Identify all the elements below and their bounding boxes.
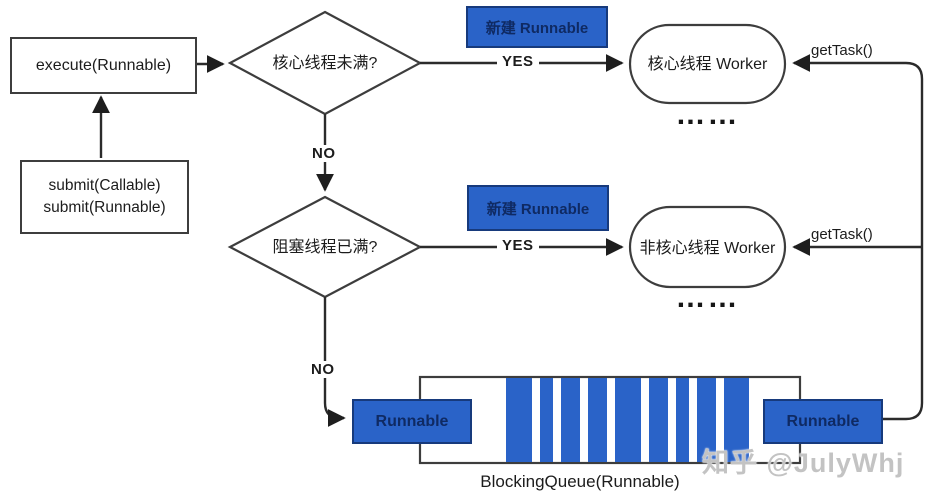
execute-label: execute(Runnable)	[35, 56, 172, 74]
decision-queue-label: 阻塞线程已满?	[272, 239, 378, 256]
queue-bar	[649, 378, 668, 462]
no-top-label: NO	[307, 145, 341, 162]
worker-noncore-ellipsis: ……	[675, 281, 740, 314]
execute-box: execute(Runnable)	[10, 37, 197, 94]
queue-bar	[615, 378, 641, 462]
queue-bar	[561, 378, 580, 462]
new-runnable-mid-label: 新建 Runnable	[486, 200, 590, 218]
queue-bar	[506, 378, 532, 462]
runnable-right-label: Runnable	[786, 412, 860, 430]
no-mid-label: NO	[306, 361, 340, 378]
submit-line2: submit(Runnable)	[43, 199, 166, 216]
worker-noncore-shape	[628, 205, 787, 289]
queue-bar	[676, 378, 689, 462]
new-runnable-top-tag: 新建 Runnable	[466, 6, 608, 48]
runnable-right-box: Runnable	[763, 399, 883, 444]
zhihu-watermark: 知乎 @JulyWhj	[702, 448, 905, 478]
submit-label: submit(Callable) submit(Runnable)	[43, 175, 165, 219]
queue-bars	[506, 378, 749, 462]
runnable-left-label: Runnable	[375, 412, 449, 430]
new-runnable-top-label: 新建 Runnable	[485, 19, 589, 37]
submit-line1: submit(Callable)	[48, 177, 161, 194]
yes-mid-label: YES	[497, 237, 539, 254]
new-runnable-mid-tag: 新建 Runnable	[467, 185, 609, 231]
queue-bar	[724, 378, 749, 462]
runnable-left-box: Runnable	[352, 399, 472, 444]
worker-core-label: 核心线程 Worker	[647, 56, 768, 73]
queue-bar	[588, 378, 607, 462]
worker-core-shape	[628, 23, 787, 105]
worker-noncore-label: 非核心线程 Worker	[639, 240, 776, 257]
queue-bar	[540, 378, 553, 462]
edge-gettask-loop-top	[792, 54, 924, 421]
gettask-mid-label: getTask()	[811, 226, 873, 243]
submit-box: submit(Callable) submit(Runnable)	[20, 160, 189, 234]
queue-bar	[697, 378, 716, 462]
worker-core-ellipsis: ……	[675, 98, 740, 131]
edge-no-to-runnable	[323, 297, 346, 427]
blocking-queue-caption: BlockingQueue(Runnable)	[480, 472, 680, 491]
decision-core-label: 核心线程未满?	[272, 55, 378, 72]
gettask-top-label: getTask()	[811, 42, 873, 59]
yes-top-label: YES	[497, 53, 539, 70]
